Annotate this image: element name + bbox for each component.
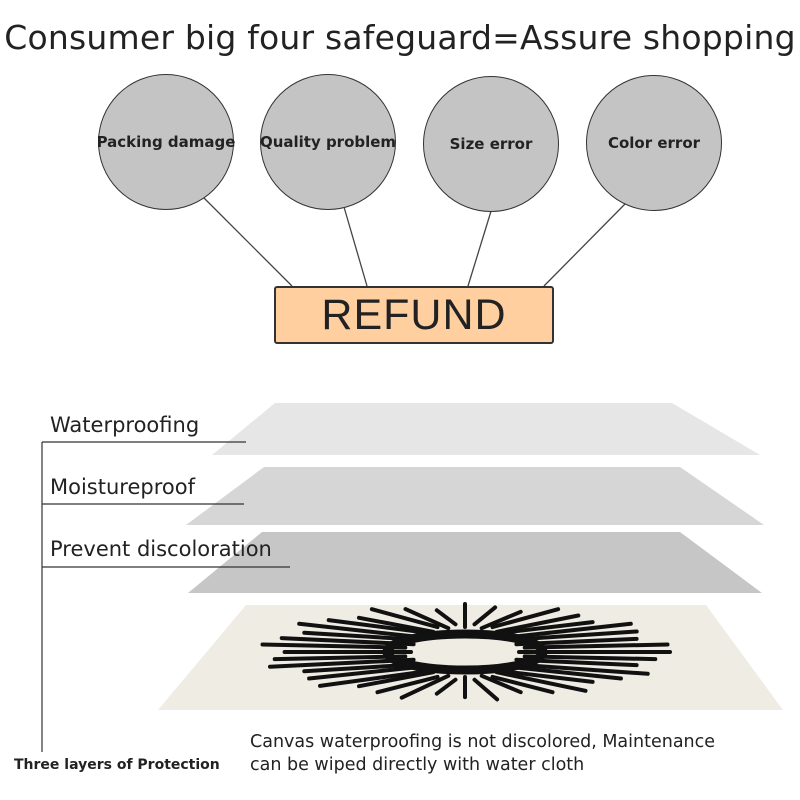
sunburst-ray (506, 621, 633, 640)
refund-box: REFUND (274, 286, 554, 344)
reason-circle-quality-problem: Quality problem (260, 74, 396, 210)
sunburst-ray (506, 664, 623, 681)
reason-label: Packing damage (96, 133, 236, 151)
sunburst-ray (434, 677, 458, 696)
connector-line (203, 197, 293, 287)
layer-label-moistureproof: Moistureproof (50, 475, 195, 499)
sunburst-ray (326, 618, 425, 635)
sunburst-ray (522, 654, 658, 662)
caption-line-2: can be wiped directly with water cloth (250, 755, 585, 775)
connector-line (467, 207, 493, 287)
reason-circle-size-error: Size error (423, 76, 559, 212)
sunburst-ray (399, 673, 451, 700)
sunburst-ray (479, 673, 523, 695)
sunburst-ray (318, 669, 425, 688)
sunburst-ray (434, 608, 458, 627)
sunburst-ray (522, 642, 670, 650)
reason-label: Quality problem (259, 133, 397, 151)
sunburst-ray (490, 607, 561, 630)
layer-sheet-moistureproof (186, 467, 764, 525)
sunburst-ray (494, 613, 581, 634)
sunburst-ray (369, 607, 440, 630)
sunburst-ray (302, 630, 414, 642)
sunburst-ray (516, 662, 650, 676)
connector-line (343, 206, 368, 287)
layer-sheet-waterproofing (212, 403, 760, 455)
canvas-print (158, 605, 783, 710)
reason-circle-packing-damage: Packing damage (96, 74, 236, 210)
sunburst-ray (297, 621, 424, 640)
layer-label-waterproofing: Waterproofing (50, 413, 200, 437)
reason-circle-color-error: Color error (586, 75, 722, 211)
sunburst-ray (357, 670, 436, 689)
sunburst-ray (494, 670, 588, 693)
sunburst-ray (375, 674, 440, 695)
layer-sheet-discoloration (188, 532, 762, 593)
sunburst-ray (490, 674, 555, 695)
sunburst-ray (357, 615, 436, 634)
sunburst-ray (307, 664, 424, 681)
layer-label-prevent-discoloration: Prevent discoloration (50, 537, 272, 561)
sunburst-ray (516, 629, 639, 642)
sunburst-ray (472, 677, 500, 702)
sunburst-ray (403, 607, 451, 631)
sunburst-ray (479, 609, 523, 631)
page-title: Consumer big four safeguard=Assure shopp… (4, 18, 796, 57)
sunburst-ray (505, 620, 595, 635)
sunburst-ray (472, 605, 498, 627)
reason-label: Color error (607, 134, 701, 152)
protection-label: Three layers of Protection (14, 757, 220, 773)
sun-ring (382, 629, 548, 675)
canvas-caption: Canvas waterproofing is not discolored, … (250, 731, 715, 777)
caption-line-1: Canvas waterproofing is not discolored, … (250, 732, 716, 752)
reason-label: Size error (449, 135, 533, 153)
sunburst-ray (272, 654, 408, 662)
sunburst-ray (302, 662, 414, 674)
sunburst-ray (260, 642, 408, 650)
sunburst-ray (505, 669, 595, 684)
connector-line (543, 203, 626, 287)
